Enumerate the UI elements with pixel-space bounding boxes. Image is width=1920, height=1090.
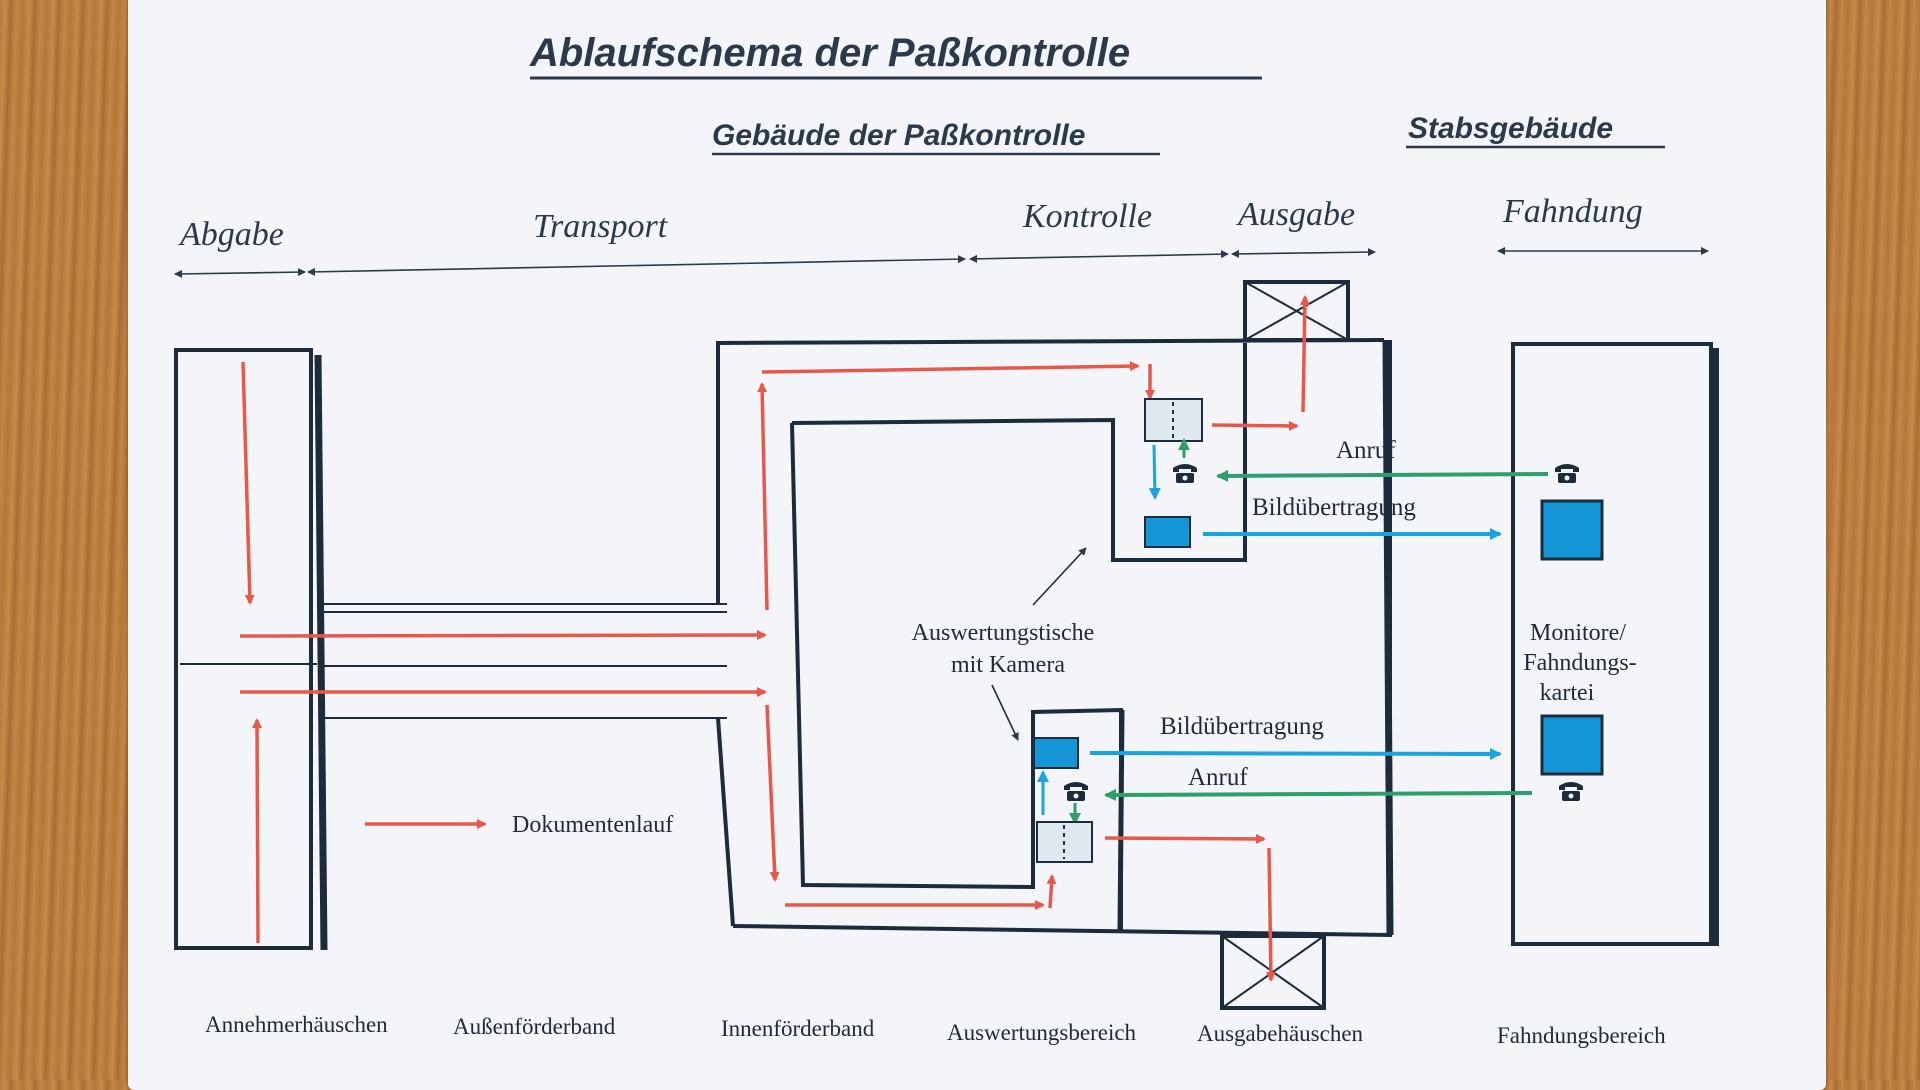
area-annehmer: Annehmerhäuschen bbox=[205, 1012, 388, 1037]
camera-desk-icon-top bbox=[1144, 398, 1203, 442]
monitore-label-line3: kartei bbox=[1540, 680, 1595, 706]
range-kontrolle bbox=[969, 250, 1229, 263]
ausgabe-booth-bottom bbox=[1220, 934, 1326, 1010]
phase-fahndung: Fahndung bbox=[1502, 193, 1643, 230]
building-outer-wall-left bbox=[716, 717, 735, 927]
bild-label-top: Bildübertragung bbox=[1252, 494, 1416, 521]
range-abgabe bbox=[174, 268, 306, 278]
monitor-icon-bottom-desk bbox=[1033, 737, 1079, 769]
call-arrow-bottom bbox=[1104, 788, 1533, 801]
monitor-icon-fahndung-bottom bbox=[1540, 714, 1604, 776]
bild-label-bottom: Bildübertragung bbox=[1160, 713, 1324, 740]
pointer-arrow-bottom bbox=[991, 684, 1019, 741]
phone-icon-fahndung-top bbox=[1555, 464, 1579, 483]
phone-icon-fahndung-bottom bbox=[1559, 782, 1583, 801]
image-arrow-desk-top bbox=[1148, 444, 1161, 500]
image-transfer-arrow-bottom bbox=[1089, 747, 1502, 760]
document-flow-arrows bbox=[239, 295, 1310, 982]
camera-desk-icon-bottom bbox=[1036, 821, 1093, 863]
building-stab-title: Stabsgebäude bbox=[1408, 112, 1613, 145]
tische-label-line2: mit Kamera bbox=[951, 652, 1065, 678]
phase-ausgabe: Ausgabe bbox=[1236, 196, 1355, 233]
kontrolle-room-top bbox=[791, 343, 1247, 562]
aussen-conveyor bbox=[320, 603, 727, 719]
monitore-label-line2: Fahndungs- bbox=[1523, 650, 1636, 676]
anruf-label-top: Anruf bbox=[1336, 437, 1396, 464]
ausgabe-booth-top bbox=[1243, 280, 1350, 342]
annehmer-booth bbox=[174, 348, 328, 951]
monitor-icon-fahndung-top bbox=[1540, 499, 1604, 561]
range-transport bbox=[307, 255, 966, 276]
tische-label-line1: Auswertungstische bbox=[912, 620, 1095, 646]
area-ausgabe: Ausgabehäuschen bbox=[1197, 1021, 1364, 1046]
building-outer-shadow bbox=[1382, 339, 1394, 936]
fahndung-building bbox=[1511, 342, 1719, 946]
monitor-icon-top-desk bbox=[1144, 516, 1191, 548]
phone-icon-top bbox=[1173, 464, 1197, 483]
area-auswertung: Auswertungsbereich bbox=[947, 1020, 1137, 1045]
pointer-arrow-top bbox=[1032, 547, 1087, 606]
monitore-label-line1: Monitore/ bbox=[1530, 620, 1626, 646]
area-fahndung: Fahndungsbereich bbox=[1497, 1023, 1666, 1048]
building-passkontrolle-title: Gebäude der Paßkontrolle bbox=[712, 119, 1085, 152]
page-title: Ablaufschema der Paßkontrolle bbox=[529, 31, 1130, 75]
anruf-label-bottom: Anruf bbox=[1188, 764, 1248, 791]
phase-kontrolle: Kontrolle bbox=[1022, 198, 1152, 235]
phase-abgabe: Abgabe bbox=[178, 216, 284, 253]
range-ausgabe bbox=[1231, 248, 1376, 258]
call-arrow-top bbox=[1216, 469, 1549, 482]
phone-icon-bottom bbox=[1064, 782, 1088, 801]
phase-transport: Transport bbox=[533, 208, 669, 245]
area-aussen: Außenförderband bbox=[453, 1014, 616, 1039]
legend-label: Dokumentenlauf bbox=[512, 812, 673, 838]
area-innen: Innenförderband bbox=[721, 1016, 875, 1041]
